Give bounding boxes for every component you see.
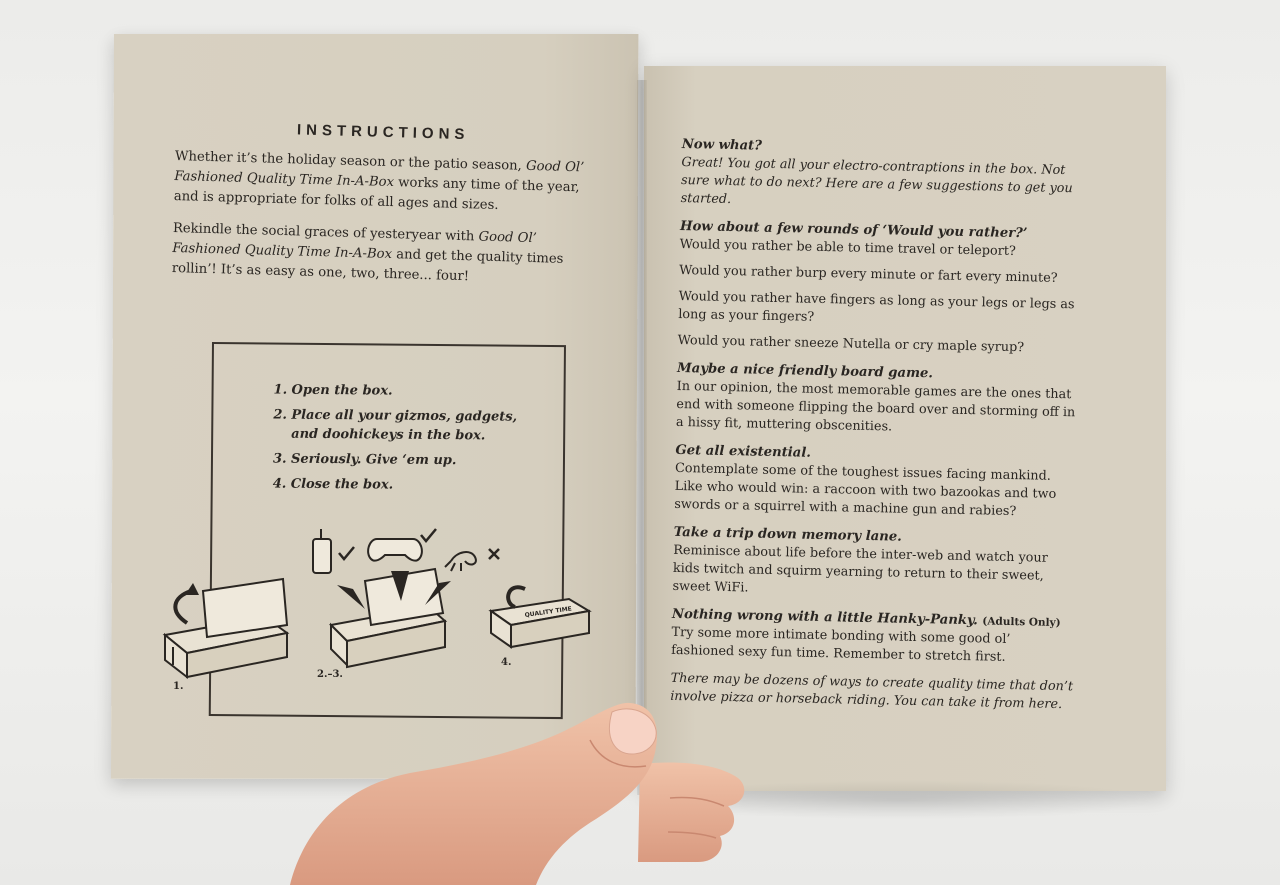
arrow-icon — [391, 571, 409, 601]
arrow-icon — [337, 585, 365, 609]
step-text: Open the box. — [291, 382, 393, 399]
booklet-spine — [637, 80, 647, 795]
question-item: Would you rather sneeze Nutella or cry m… — [677, 332, 1025, 356]
section-body: Reminisce about life before the inter-we… — [672, 542, 1048, 596]
arrow-icon — [425, 581, 451, 605]
arrow-icon — [506, 585, 526, 609]
step-number: 4. — [272, 476, 287, 492]
step-number: 1. — [273, 382, 288, 398]
arrow-icon — [185, 583, 199, 595]
right-page-content: Now what? Great! You got all your electr… — [670, 136, 1087, 724]
step-text: Close the box. — [290, 476, 394, 493]
section-body: Great! You got all your electro-contrapt… — [680, 154, 1073, 208]
illustration-label: 1. — [173, 681, 183, 692]
question-item: Would you rather have fingers as long as… — [678, 288, 1075, 325]
checkmark-icon — [420, 528, 437, 543]
adults-only-note: (Adults Only) — [982, 615, 1061, 630]
step-item: 1.Open the box. — [274, 381, 532, 402]
section-hanky-panky: Nothing wrong with a little Hanky-Panky.… — [671, 606, 1077, 668]
step-item: 2.Place all your gizmos, gadgets, and do… — [273, 406, 531, 446]
section-now-what: Now what? Great! You got all your electr… — [680, 136, 1086, 216]
closed-box-icon — [488, 597, 592, 649]
step-item: 3.Seriously. Give ‘em up. — [273, 450, 531, 471]
fingers — [638, 762, 745, 862]
scorpion-icon — [444, 551, 477, 572]
section-body: Contemplate some of the toughest issues … — [674, 460, 1057, 520]
intro-paragraph: Whether it’s the holiday season or the p… — [174, 147, 591, 219]
section-body: In our opinion, the most memorable games… — [675, 378, 1076, 435]
arrow-icon — [173, 589, 192, 625]
box-illustration: 1. 2.–3. — [162, 528, 592, 692]
section-existential: Get all existential. Contemplate some of… — [674, 442, 1080, 522]
palm — [290, 702, 657, 885]
section-board-game: Maybe a nice friendly board game. In our… — [676, 360, 1082, 440]
game-controller-icon — [367, 538, 423, 562]
step-text: Place all your gizmos, gadgets, and dooh… — [291, 407, 518, 444]
step-item: 4.Close the box. — [273, 475, 531, 496]
hand-image — [290, 702, 745, 885]
section-would-you-rather: How about a few rounds of ‘Would you rat… — [678, 218, 1086, 358]
second-text: Rekindle the social graces of yesteryear… — [172, 220, 479, 245]
step-text: Seriously. Give ‘em up. — [290, 451, 457, 469]
right-page — [644, 66, 1166, 791]
step-number: 2. — [273, 407, 288, 423]
left-page-content: INSTRUCTIONS Whether it’s the holiday se… — [171, 118, 591, 303]
question-item: Would you rather burp every minute or fa… — [679, 262, 1058, 286]
second-paragraph: Rekindle the social graces of yesteryear… — [172, 219, 589, 291]
open-box-icon — [162, 577, 290, 680]
x-mark-icon — [488, 548, 500, 560]
thumbnail — [609, 708, 657, 755]
checkmark-icon — [338, 546, 355, 561]
step-number: 3. — [272, 451, 287, 467]
open-box-icon — [328, 567, 448, 669]
section-memory-lane: Take a trip down memory lane. Reminisce … — [672, 524, 1078, 604]
steps-list: 1.Open the box. 2.Place all your gizmos,… — [273, 381, 532, 502]
illustration-label: 4. — [501, 657, 511, 668]
illustration-label: 2.–3. — [317, 669, 343, 680]
cellphone-icon — [312, 529, 332, 574]
